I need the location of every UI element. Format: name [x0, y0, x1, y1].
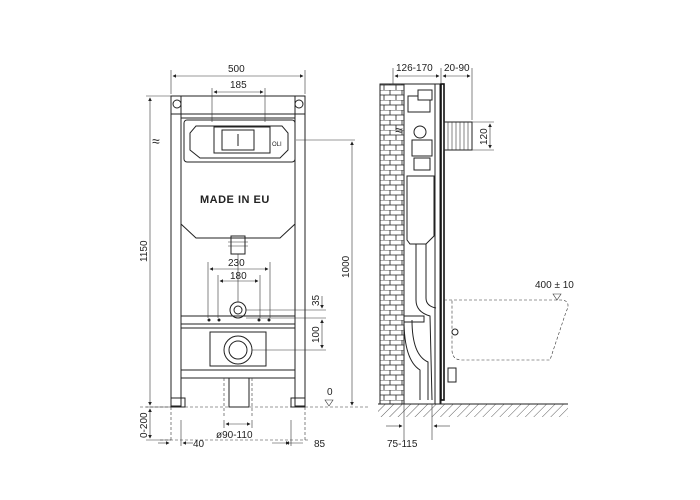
brand-text: MADE IN EU	[200, 194, 270, 206]
dim-foot-85: 85	[314, 439, 326, 450]
front-view: OLI MADE IN EU ≈	[140, 95, 370, 417]
dim-inlet-height: 120	[479, 128, 490, 145]
water-inlet-icon: ≈	[152, 133, 160, 149]
dim-spacing-inner: 180	[230, 271, 247, 282]
dim-offset-100: 100	[311, 326, 322, 343]
dim-height-pipe: 1000	[341, 255, 352, 278]
side-dimensions: 126-170 20-90 120 400 ± 10 75-115	[386, 63, 574, 450]
dim-spacing-outer: 230	[228, 258, 245, 269]
dim-pipe-diameter: ø90-110	[216, 430, 253, 441]
zero-mark: 0	[327, 387, 333, 398]
dim-height-total: 1150	[139, 240, 150, 262]
dim-bottom-range: 75-115	[387, 439, 418, 450]
dim-button-width: 185	[230, 80, 247, 91]
dim-adjust-range: 0-200	[139, 412, 150, 438]
side-water-inlet-icon: ≈	[395, 122, 403, 138]
dim-width: 500	[228, 64, 245, 75]
dim-depth-range: 126-170	[396, 63, 433, 74]
dim-foot-offset: 40	[193, 439, 205, 450]
dim-offset-35: 35	[311, 294, 322, 306]
dim-extension-range: 20-90	[444, 63, 470, 74]
front-dimensions: 500 185 1150 1000 230 180 35 100	[139, 64, 355, 450]
dim-bowl-height: 400 ± 10	[535, 280, 574, 291]
side-view: ≈	[378, 83, 569, 417]
panel-logo: OLI	[272, 142, 282, 148]
